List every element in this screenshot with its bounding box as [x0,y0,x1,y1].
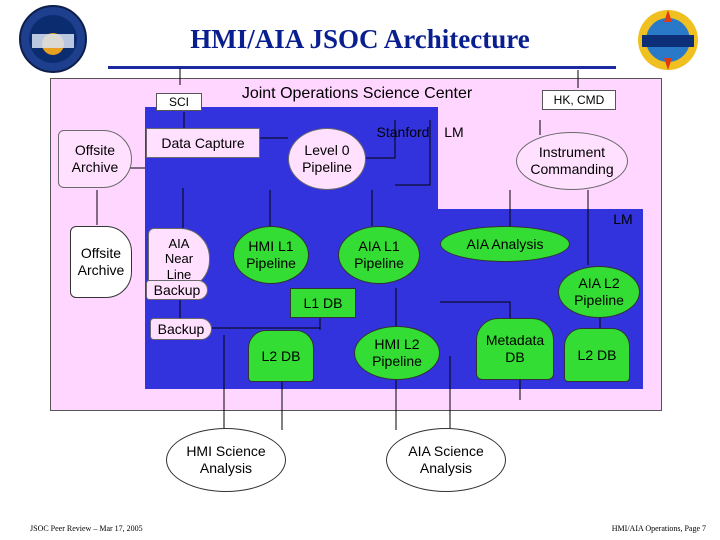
footer-right: HMI/AIA Operations, Page 7 [611,524,706,533]
aia-near-line-line-2: Near [164,251,194,267]
lws-logo-icon [636,8,700,72]
l1-db: L1 DB [290,288,356,318]
hmi-science-line-1: HMI Science [186,443,266,460]
hmi-l1-line-2: Pipeline [246,255,296,271]
l2-db-aia: L2 DB [564,328,630,382]
hmi-science-line-2: Analysis [199,460,253,476]
hk-cmd-label: HK, CMD [542,90,616,110]
offsite-archive-2-line-1: Offsite [80,245,122,262]
aia-l2-line-1: AIA L2 [578,275,620,292]
title-rule [108,66,616,69]
aia-near-line-line-1: AIA [168,235,190,251]
footer-left: JSOC Peer Review – Mar 17, 2005 [30,524,143,533]
aia-l1-line-2: Pipeline [354,255,404,271]
level-0-line-2: Pipeline [302,159,352,175]
lm-right-label: LM [613,211,633,227]
lm-top-label: LM [444,124,464,140]
hmi-l2-line-1: HMI L2 [374,336,420,353]
aia-near-line-line-3: Line [166,266,192,282]
aia-l2-line-2: Pipeline [574,292,624,308]
sci-label: SCI [156,93,202,111]
instrument-commanding-line-2: Commanding [530,161,614,177]
aia-science-line-2: Analysis [419,460,473,476]
backup-1: Backup [146,280,208,300]
page-title: HMI/AIA JSOC Architecture [190,24,530,54]
l2-db-hmi: L2 DB [248,330,314,382]
aia-l1-line-1: AIA L1 [358,238,400,255]
stanford-label: Stanford [376,124,430,140]
offsite-archive-1-line-1: Offsite [74,142,116,159]
offsite-archive-1-line-2: Archive [71,159,119,175]
aia-analysis: AIA Analysis [440,226,570,262]
instrument-commanding-line-1: Instrument [538,144,606,161]
hmi-l2-line-2: Pipeline [372,353,422,369]
level-0-line-1: Level 0 [304,142,350,159]
jsoc-label: Joint Operations Science Center [241,85,473,102]
sdo-logo-icon [18,4,88,74]
data-capture: Data Capture [146,128,260,158]
backup-2: Backup [150,318,212,340]
aia-science-line-1: AIA Science [408,443,484,460]
metadata-db-line-2: DB [505,349,525,365]
metadata-db-line-1: Metadata [485,332,545,349]
offsite-archive-2-line-2: Archive [77,262,125,278]
hmi-l1-line-1: HMI L1 [248,238,294,255]
